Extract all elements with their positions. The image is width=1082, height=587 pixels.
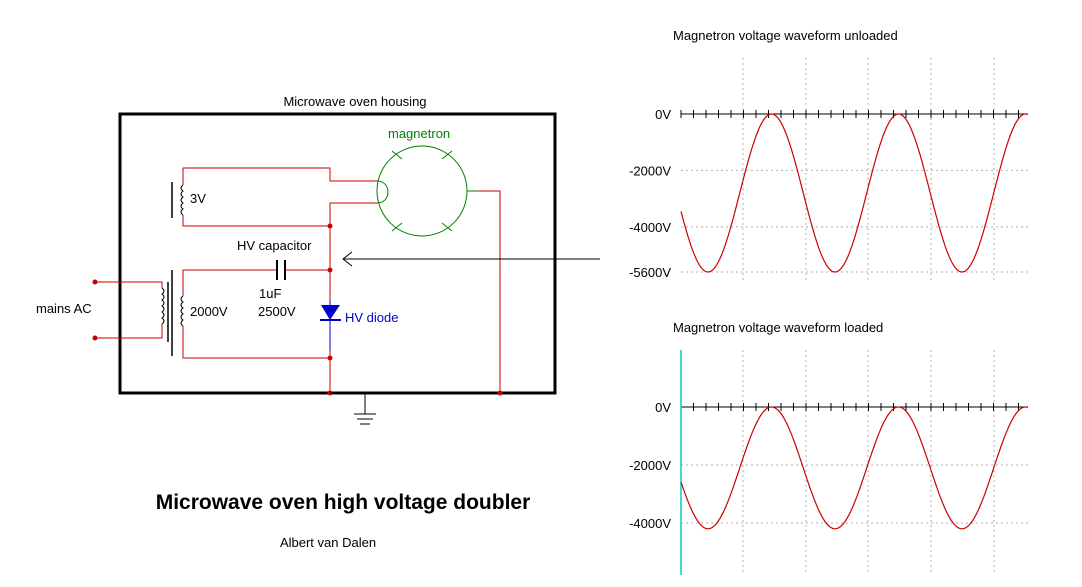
chart-title: Magnetron voltage waveform unloaded xyxy=(673,28,898,43)
circuit-wires xyxy=(95,167,501,393)
transformer xyxy=(167,182,173,356)
capacitor-rating: 2500V xyxy=(258,304,296,319)
magnetron-label: magnetron xyxy=(388,126,450,141)
hv-diode-icon xyxy=(320,305,341,321)
secondary-winding-3v xyxy=(180,184,184,216)
author-credit: Albert van Dalen xyxy=(280,535,376,550)
magnetron-icon xyxy=(376,145,478,237)
waveform-charts: Magnetron voltage waveform unloaded 0V -20… xyxy=(629,28,1029,575)
waveform-chart-2: Magnetron voltage waveform loaded 0V -2000… xyxy=(629,320,1029,575)
circuit-diagram: Microwave oven housing xyxy=(36,94,600,550)
mains-label: mains AC xyxy=(36,301,92,316)
waveform-line xyxy=(680,406,1029,530)
node-pointer-arrow xyxy=(342,251,600,267)
diode-label: HV diode xyxy=(345,310,398,325)
y-tick-label: -2000V xyxy=(629,163,671,178)
page-title: Microwave oven high voltage doubler xyxy=(156,491,531,514)
oven-housing-box xyxy=(118,112,557,395)
primary-winding xyxy=(161,287,165,325)
chart-title: Magnetron voltage waveform loaded xyxy=(673,320,883,335)
hv-capacitor xyxy=(276,260,286,280)
ground-icon xyxy=(330,392,376,425)
capacitor-value: 1uF xyxy=(259,286,281,301)
y-tick-label: -4000V xyxy=(629,516,671,531)
y-tick-label: 0V xyxy=(655,400,671,415)
housing-label: Microwave oven housing xyxy=(283,94,426,109)
waveform-chart-1: Magnetron voltage waveform unloaded 0V -20… xyxy=(629,28,1029,282)
capacitor-label: HV capacitor xyxy=(237,238,312,253)
y-tick-label: -5600V xyxy=(629,265,671,280)
secondary-winding-2000v xyxy=(180,295,184,327)
secondary-3v-label: 3V xyxy=(190,191,206,206)
y-tick-label: 0V xyxy=(655,107,671,122)
waveform-line xyxy=(680,113,1029,273)
y-tick-label: -2000V xyxy=(629,458,671,473)
y-tick-label: -4000V xyxy=(629,220,671,235)
junction-dots xyxy=(92,223,503,396)
secondary-2000v-label: 2000V xyxy=(190,304,228,319)
